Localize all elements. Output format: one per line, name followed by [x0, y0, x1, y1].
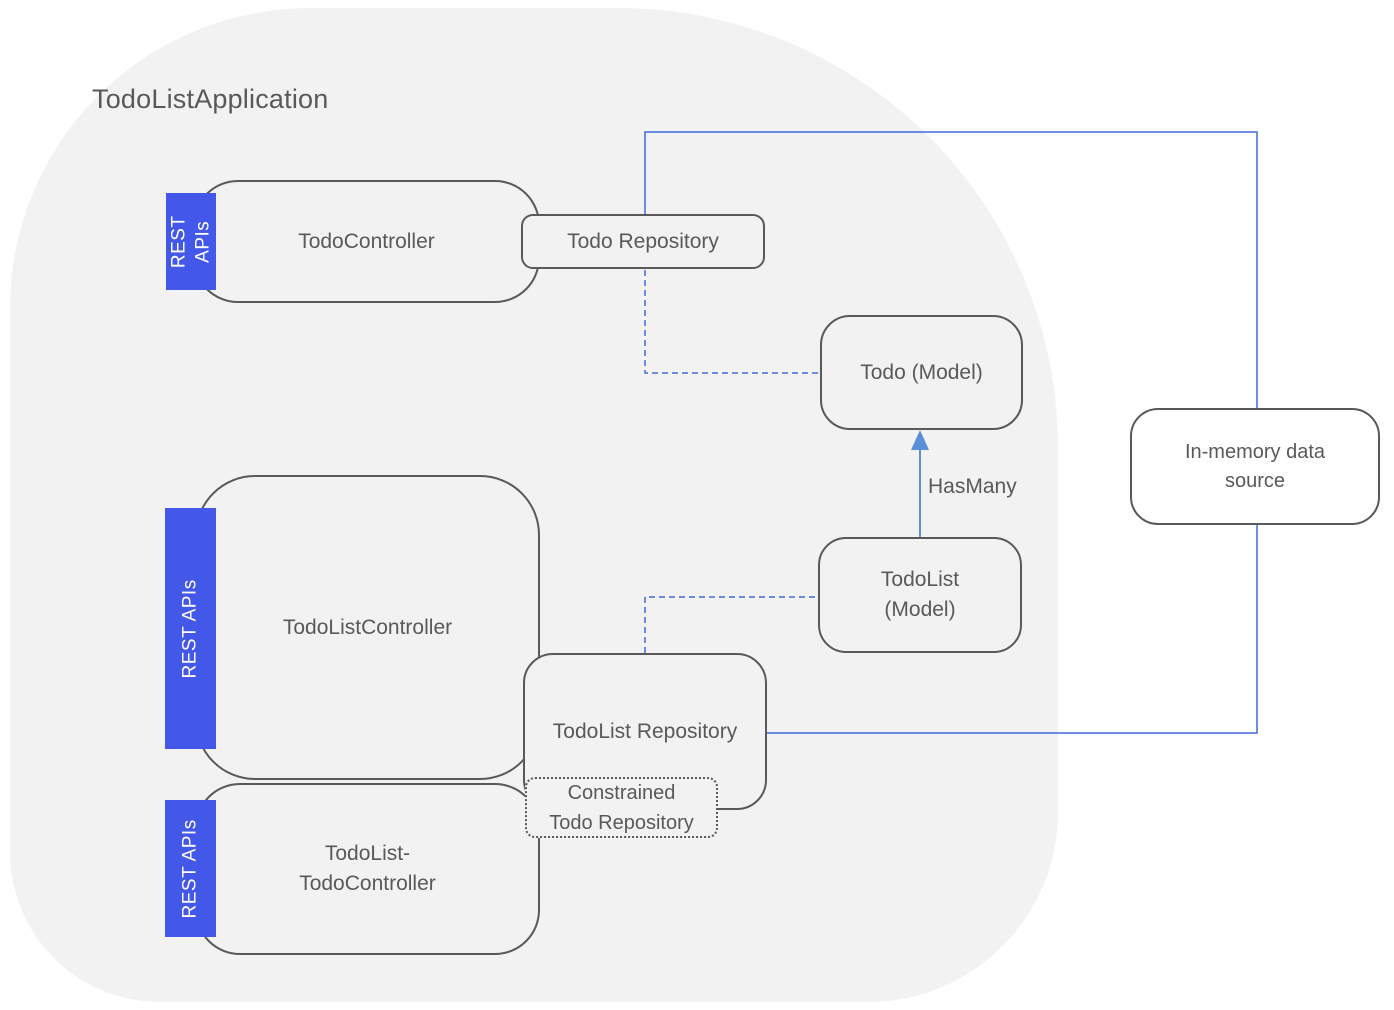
rest-apis-badge-label: REST APIs — [179, 578, 201, 679]
connector-inmemory-to-todolist-repository — [767, 525, 1258, 734]
node-todolist-controller: TodoListController — [195, 475, 540, 780]
node-todo-model-label: Todo (Model) — [860, 360, 983, 384]
rest-apis-badge-label: REST APIs — [179, 818, 201, 919]
connector-todolist-repository-to-todolist-model-dashed — [644, 596, 817, 653]
hasmany-arrowhead-icon — [911, 430, 929, 450]
node-todolist-controller-label: TodoListController — [282, 615, 453, 639]
node-todolist-model: TodoList (Model) — [818, 537, 1022, 653]
node-in-memory-datasource: In-memory data source — [1130, 408, 1380, 525]
node-todo-controller-label: TodoController — [298, 229, 435, 253]
node-todolist-todo-controller: TodoList- TodoController — [195, 783, 540, 955]
node-todo-repository: Todo Repository — [521, 214, 765, 269]
node-todo-repository-label: Todo Repository — [567, 229, 719, 253]
node-constrained-todo-repository: Constrained Todo Repository — [525, 777, 718, 838]
node-constrained-todo-repository-label: Constrained Todo Repository — [549, 781, 694, 834]
node-todolist-todo-controller-label: TodoList- TodoController — [299, 842, 436, 895]
node-todolist-repository-label: TodoList Repository — [552, 719, 738, 743]
node-todo-model: Todo (Model) — [820, 315, 1023, 430]
hasmany-edge-label: HasMany — [928, 475, 1017, 498]
rest-apis-badge-label: REST APIs — [168, 215, 213, 268]
node-in-memory-datasource-label: In-memory data source — [1184, 440, 1326, 492]
node-todolist-model-label: TodoList (Model) — [880, 568, 960, 621]
rest-apis-badge-todolist-controller: REST APIs — [165, 508, 216, 749]
connector-todo-repository-to-inmemory — [644, 131, 1258, 408]
rest-apis-badge-todolist-todo-controller: REST APIs — [165, 800, 216, 937]
connector-todo-repository-to-todo-model-dashed — [644, 270, 819, 374]
rest-apis-badge-todo-controller: REST APIs — [166, 193, 216, 290]
application-title: TodoListApplication — [92, 84, 329, 114]
node-todo-controller: TodoController — [193, 180, 540, 303]
